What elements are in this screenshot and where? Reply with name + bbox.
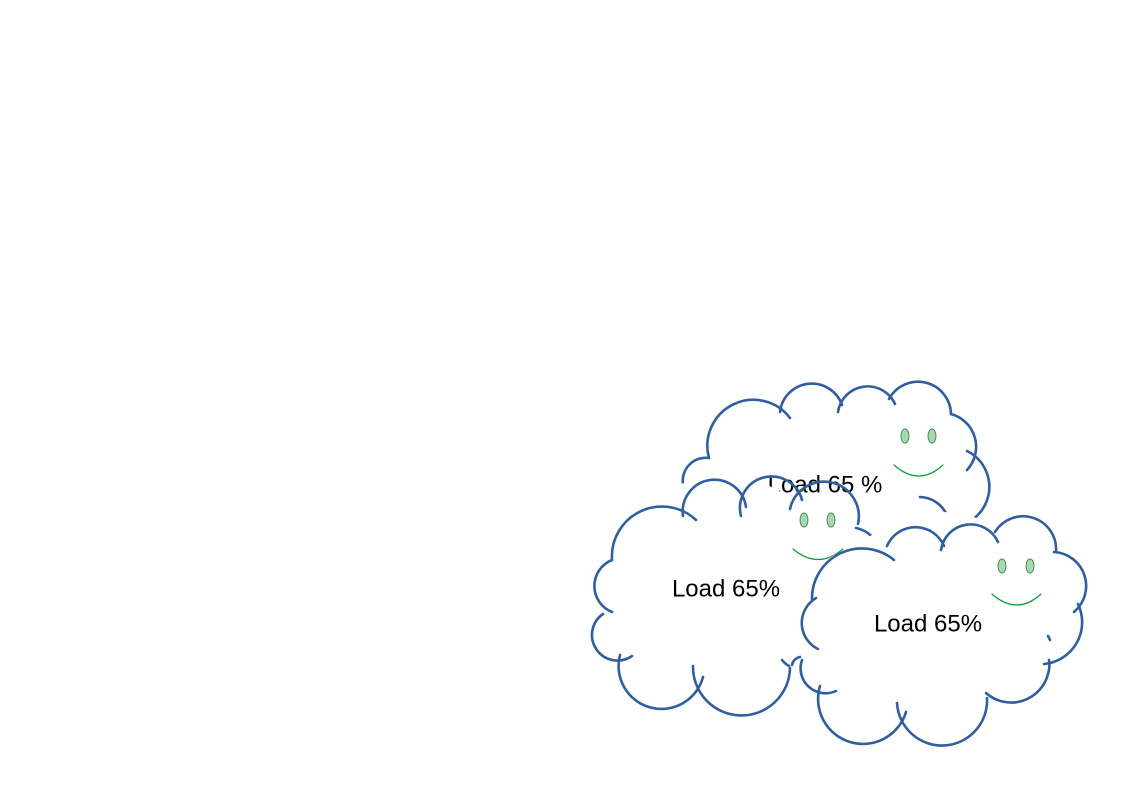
eye-icon bbox=[799, 512, 809, 528]
eye-icon bbox=[900, 428, 910, 444]
smile-icon bbox=[893, 464, 944, 477]
eye-icon bbox=[826, 512, 836, 528]
cloud-3: Load 65% bbox=[784, 512, 1090, 747]
smile-face-icon bbox=[893, 428, 944, 477]
eye-icon bbox=[997, 558, 1007, 574]
smile-face-icon bbox=[991, 558, 1042, 606]
eye-icon bbox=[927, 428, 937, 444]
smile-face-icon bbox=[792, 512, 844, 561]
cloud-shape bbox=[784, 512, 1090, 747]
smile-icon bbox=[991, 593, 1042, 606]
cloud-label: Load 65% bbox=[672, 575, 780, 602]
smile-icon bbox=[792, 548, 844, 561]
cloud-label: Load 65% bbox=[874, 610, 982, 637]
cloud-label: Load 65 % bbox=[768, 471, 883, 498]
eye-icon bbox=[1025, 558, 1035, 574]
